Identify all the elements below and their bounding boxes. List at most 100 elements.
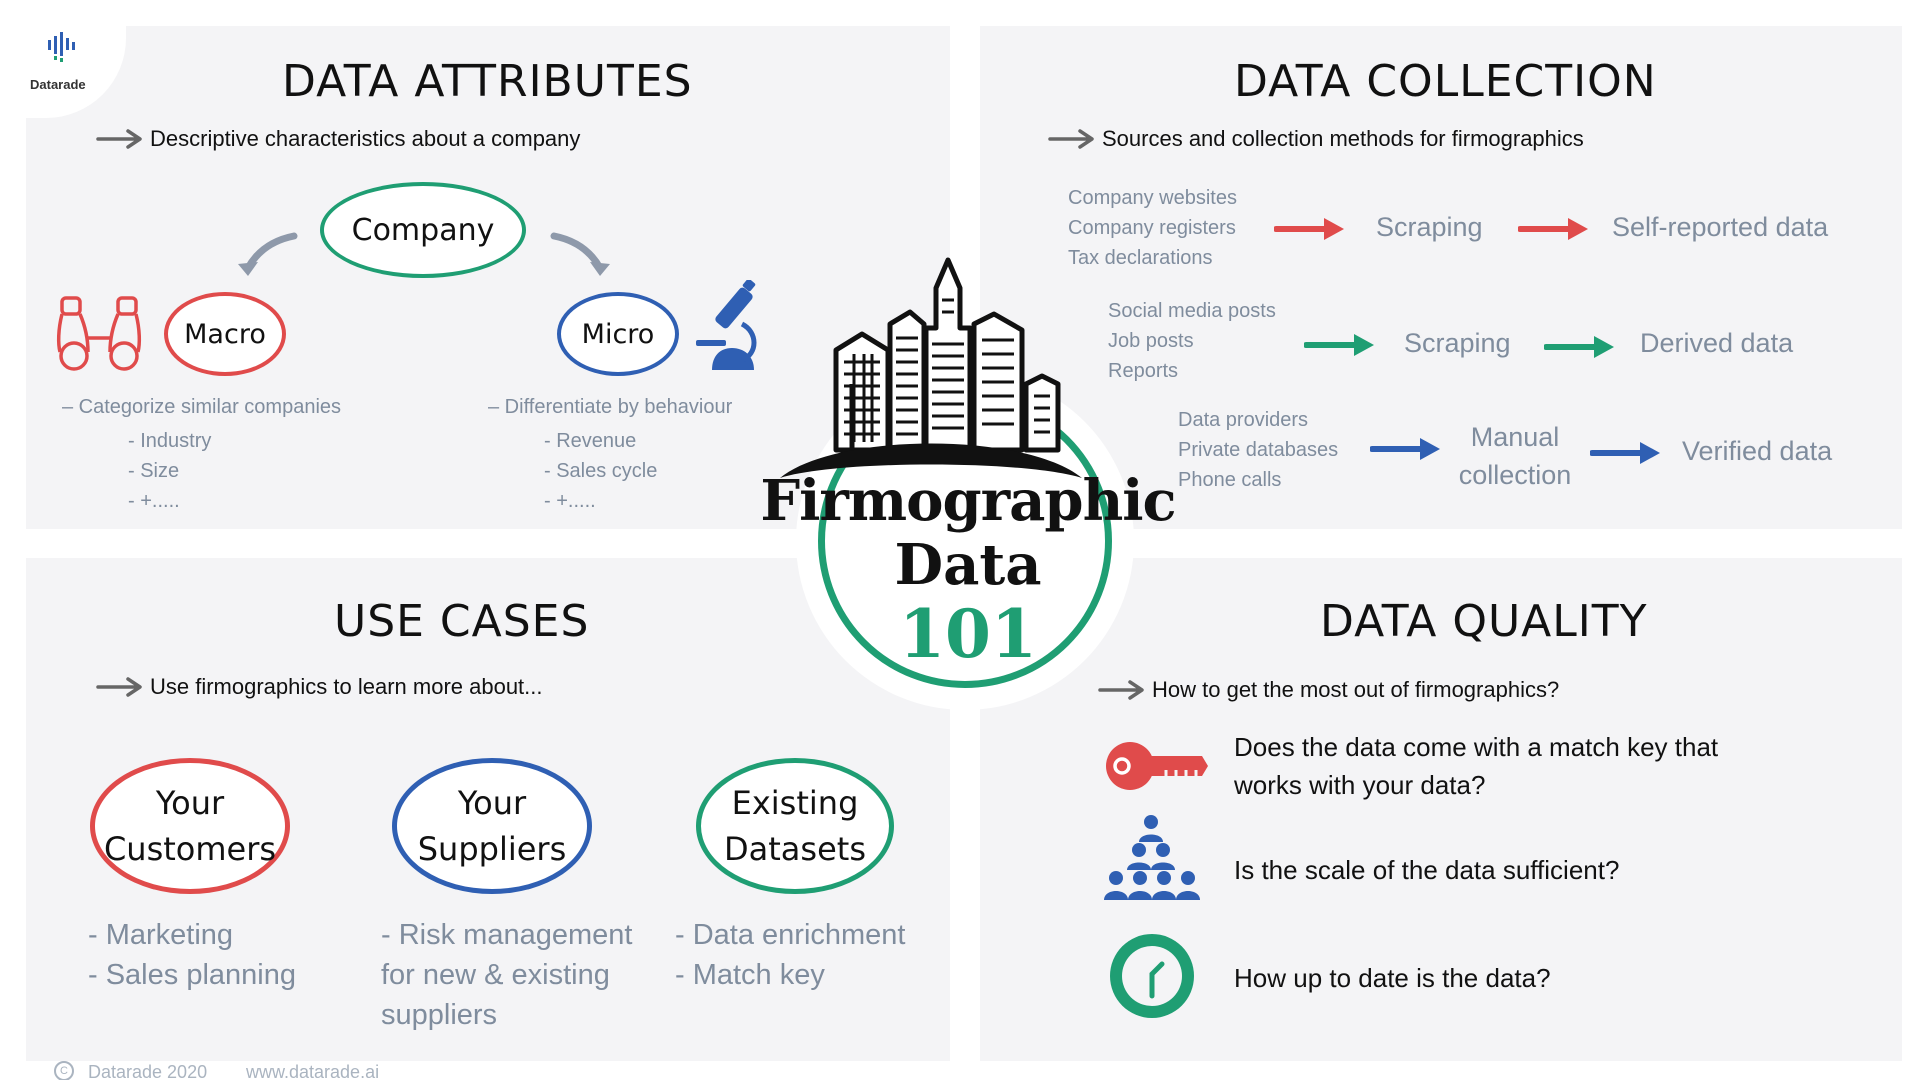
- macro-description: – Categorize similar companies: [62, 396, 342, 418]
- red-arrow-icon: [1274, 218, 1344, 240]
- city-skyline-icon: [780, 257, 1082, 478]
- curved-arrow-right-icon: [550, 232, 610, 276]
- center-title-1: Firmographic: [760, 468, 1176, 534]
- collection-method-2: Scraping: [1404, 328, 1511, 358]
- question-line: Does the data come with a match key that: [1234, 732, 1719, 762]
- use-cases-subtitle: Use firmographics to learn more about...: [150, 674, 543, 699]
- right-arrow-icon: [1048, 129, 1094, 149]
- collection-result-2: Derived data: [1640, 328, 1794, 358]
- right-arrow-icon: [96, 677, 142, 697]
- right-arrow-icon: [96, 129, 142, 149]
- micro-label: Micro: [581, 318, 655, 350]
- blue-arrow-icon: [1370, 438, 1440, 460]
- source-item: Data providers: [1178, 409, 1309, 431]
- existing-datasets-node: Existing Datasets: [696, 758, 894, 894]
- collection-sources-3: Data providers Private databases Phone c…: [1178, 405, 1338, 495]
- use-case-line: Existing: [731, 784, 859, 822]
- logo-text: Datarade: [30, 77, 86, 92]
- micro-item: - +.....: [544, 490, 596, 512]
- quality-question-3: How up to date is the data?: [1234, 963, 1551, 993]
- source-item: Job posts: [1108, 330, 1194, 352]
- company-node: Company: [320, 182, 526, 278]
- detail-line: - Risk management: [381, 919, 633, 951]
- collection-result-1: Self-reported data: [1612, 212, 1829, 242]
- green-arrow-icon: [1304, 334, 1374, 356]
- attributes-title: DATA ATTRIBUTES: [282, 56, 693, 107]
- source-item: Company websites: [1068, 187, 1237, 209]
- curved-arrow-left-icon: [238, 232, 298, 276]
- detail-line: - Marketing: [88, 919, 234, 951]
- method-line: collection: [1458, 460, 1572, 490]
- copyright-symbol: C: [60, 1065, 68, 1077]
- quality-question-2: Is the scale of the data sufficient?: [1234, 855, 1620, 885]
- macro-label: Macro: [184, 318, 266, 350]
- attributes-subtitle: Descriptive characteristics about a comp…: [150, 126, 581, 151]
- collection-subtitle-row: Sources and collection methods for firmo…: [1048, 126, 1584, 152]
- footer-url[interactable]: www.datarade.ai: [246, 1062, 380, 1080]
- copyright-icon: C: [54, 1061, 74, 1080]
- detail-line: for new & existing: [381, 959, 610, 991]
- data-attributes-panel: [26, 26, 950, 529]
- macro-node: Macro: [164, 292, 286, 376]
- macro-items: - Industry - Size - +.....: [128, 426, 211, 516]
- use-cases-title: USE CASES: [334, 596, 590, 647]
- use-case-line: Your: [155, 784, 225, 822]
- macro-item: - +.....: [128, 490, 180, 512]
- quality-title: DATA QUALITY: [1320, 596, 1648, 647]
- use-case-line: Datasets: [724, 830, 866, 868]
- detail-line: - Sales planning: [88, 959, 296, 991]
- microscope-icon: [696, 280, 757, 370]
- right-arrow-icon: [1098, 680, 1144, 700]
- question-line: works with your data?: [1234, 770, 1486, 800]
- method-line: Manual: [1470, 422, 1560, 452]
- red-arrow-icon: [1518, 218, 1588, 240]
- attributes-subtitle-row: Descriptive characteristics about a comp…: [96, 126, 580, 152]
- collection-method-3: Manual collection: [1450, 418, 1580, 494]
- quality-question-1: Does the data come with a match key that…: [1234, 728, 1718, 804]
- key-icon: [1106, 742, 1208, 790]
- macro-item: - Industry: [128, 430, 212, 452]
- suppliers-details: - Risk management for new & existing sup…: [381, 915, 632, 1035]
- detail-line: suppliers: [381, 999, 498, 1031]
- your-suppliers-node: Your Suppliers: [392, 758, 592, 894]
- micro-item: - Revenue: [544, 430, 637, 452]
- collection-sources-2: Social media posts Job posts Reports: [1108, 296, 1276, 386]
- source-item: Private databases: [1178, 439, 1339, 461]
- collection-title: DATA COLLECTION: [1234, 56, 1657, 107]
- use-cases-subtitle-row: Use firmographics to learn more about...: [96, 674, 543, 700]
- center-title-3: 101: [899, 595, 1037, 673]
- micro-node: Micro: [557, 292, 679, 376]
- quality-subtitle-row: How to get the most out of firmographics…: [1098, 677, 1559, 703]
- detail-line: - Match key: [675, 959, 825, 991]
- data-collection-panel: [980, 26, 1902, 529]
- datarade-logo-icon: [48, 32, 75, 62]
- source-item: Social media posts: [1108, 300, 1276, 322]
- macro-item: - Size: [128, 460, 180, 482]
- quality-subtitle: How to get the most out of firmographics…: [1152, 677, 1560, 702]
- people-pyramid-icon: [1104, 815, 1200, 900]
- company-label: Company: [351, 212, 495, 248]
- source-item: Reports: [1108, 360, 1179, 382]
- micro-item: - Sales cycle: [544, 460, 658, 482]
- datasets-details: - Data enrichment - Match key: [675, 915, 906, 995]
- clock-icon: [1110, 934, 1194, 1018]
- collection-result-3: Verified data: [1682, 436, 1833, 466]
- source-item: Tax declarations: [1068, 247, 1213, 269]
- binoculars-icon: [56, 296, 142, 371]
- collection-method-1: Scraping: [1376, 212, 1483, 242]
- center-title-2: Data: [894, 532, 1042, 598]
- green-arrow-icon: [1544, 336, 1614, 358]
- collection-subtitle: Sources and collection methods for firmo…: [1102, 126, 1584, 151]
- use-case-line: Suppliers: [417, 830, 567, 868]
- micro-description: – Differentiate by behaviour: [488, 396, 733, 418]
- blue-arrow-icon: [1590, 442, 1660, 464]
- source-item: Company registers: [1068, 217, 1236, 239]
- customers-details: - Marketing - Sales planning: [88, 915, 296, 995]
- detail-line: - Data enrichment: [675, 919, 906, 951]
- footer-copyright: Datarade 2020: [88, 1062, 208, 1080]
- collection-sources-1: Company websites Company registers Tax d…: [1068, 183, 1237, 273]
- your-customers-node: Your Customers: [90, 758, 290, 894]
- source-item: Phone calls: [1178, 469, 1282, 491]
- use-case-line: Your: [457, 784, 527, 822]
- micro-items: - Revenue - Sales cycle - +.....: [544, 426, 657, 516]
